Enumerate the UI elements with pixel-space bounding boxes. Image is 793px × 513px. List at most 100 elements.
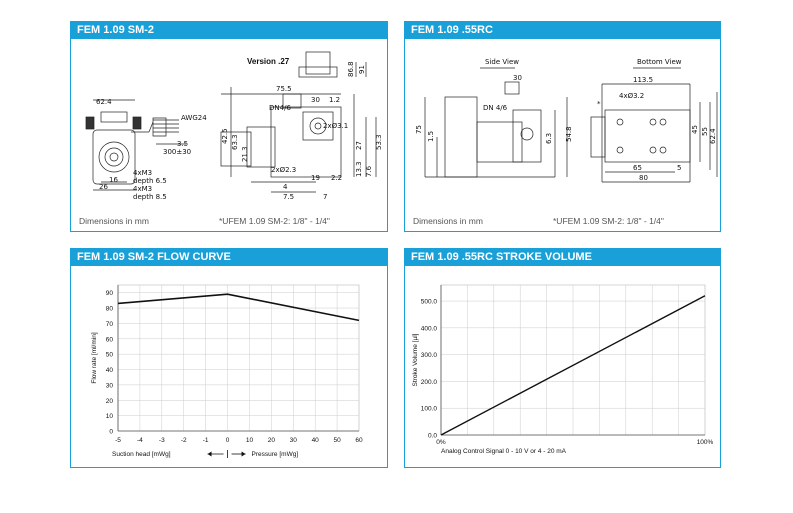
- x-tick-label: 20: [268, 437, 276, 444]
- x-tick-label: 0: [226, 437, 230, 444]
- series-line: [117, 293, 360, 322]
- y-tick-label: 70: [106, 321, 114, 328]
- x-tick-label: 100%: [697, 439, 714, 446]
- dim-label: 4xM3: [133, 169, 152, 177]
- dim-label: depth 6.5: [133, 177, 167, 185]
- panel-55rc-dimensions: FEM 1.09 .55RC: [404, 21, 721, 232]
- dim-label: 55: [701, 127, 709, 136]
- plot-area: [117, 284, 360, 432]
- y-tick-label: 80: [106, 306, 114, 313]
- dim-label: 16: [109, 176, 118, 184]
- x-axis-label-pressure: Pressure [mWg]: [252, 451, 299, 458]
- panel-title: FEM 1.09 .55RC STROKE VOLUME: [405, 249, 720, 266]
- y-tick-label: 40: [106, 367, 114, 374]
- dim-label: DN 4/6: [483, 104, 508, 112]
- dim-label: 21.3: [241, 146, 249, 162]
- footer-units: Dimensions in mm: [413, 216, 483, 226]
- y-tick-label: 0.0: [428, 433, 437, 440]
- dim-label: 1.5: [427, 131, 435, 142]
- dim-label: depth 8.5: [133, 193, 167, 201]
- x-tick-label: 0%: [436, 439, 446, 446]
- y-tick-label: 60: [106, 336, 114, 343]
- dim-label: 86.8: [347, 61, 355, 77]
- version-label: Version .27: [247, 57, 290, 66]
- dim-label: 4xM3: [133, 185, 152, 193]
- dim-label: 4: [283, 183, 288, 191]
- dim-label: 7.6: [365, 165, 373, 177]
- dimension-drawing-55rc: Side View Bottom View 30 DN 4/6 75 1.5 6…: [415, 58, 718, 183]
- dim-label: 2xØ2.3: [271, 166, 296, 174]
- footer-note: *UFEM 1.09 SM-2: 1/8" - 1/4": [219, 216, 330, 226]
- y-tick-label: 500.0: [421, 299, 438, 306]
- panel-title: FEM 1.09 SM-2 FLOW CURVE: [71, 249, 387, 266]
- dim-label: 300±30: [163, 148, 191, 156]
- arrow-left-head: [207, 451, 212, 457]
- dimension-drawing-sm2: 62.4 AWG24 3.5 300±30 26 16 4xM3 depth 6…: [85, 51, 383, 201]
- footer-note: *UFEM 1.09 SM-2: 1/8" - 1/4": [553, 216, 664, 226]
- x-tick-label: -3: [159, 437, 165, 444]
- dim-label: 91: [358, 65, 366, 74]
- dim-label: 2xØ3.1: [323, 122, 348, 130]
- x-axis-label: Analog Control Signal 0 - 10 V or 4 - 20…: [441, 448, 567, 455]
- bottom-view-label: Bottom View: [637, 58, 682, 66]
- dim-label: 27: [355, 141, 363, 150]
- y-tick-label: 90: [106, 290, 114, 297]
- dim-label: 26: [99, 183, 108, 191]
- y-axis-label: Flow rate [ml/min]: [91, 332, 98, 383]
- dim-label: 113.5: [633, 76, 653, 84]
- dim-label: 54.8: [565, 126, 573, 142]
- panel-flow-curve: FEM 1.09 SM-2 FLOW CURVE 0 10 20 30 40 50 60 70…: [70, 248, 388, 468]
- x-tick-label: -5: [115, 437, 121, 444]
- dim-label: 45: [691, 125, 699, 134]
- x-axis-label-suction: Suction head [mWg]: [112, 451, 171, 458]
- y-tick-label: 200.0: [421, 379, 438, 386]
- dim-label: 42.5: [221, 128, 229, 144]
- panel-stroke-volume: FEM 1.09 .55RC STROKE VOLUME 0.0 100.0 200…: [404, 248, 721, 468]
- y-tick-label: 50: [106, 352, 114, 359]
- x-tick-label: 10: [246, 437, 254, 444]
- dim-label: 1.2: [329, 96, 340, 104]
- dim-label: 13.3: [355, 161, 363, 177]
- dim-label: 75.5: [276, 85, 292, 93]
- dim-label: 30: [311, 96, 320, 104]
- footer-units: Dimensions in mm: [79, 216, 149, 226]
- x-tick-label: 40: [312, 437, 320, 444]
- dim-label: AWG24: [181, 114, 207, 122]
- dim-label: 30: [513, 74, 522, 82]
- dim-label: 3.5: [177, 140, 188, 148]
- x-tick-label: 30: [290, 437, 298, 444]
- dim-label: 7: [323, 193, 327, 201]
- panel-sm2-dimensions: FEM 1.09 SM-2: [70, 21, 388, 232]
- y-tick-label: 400.0: [421, 325, 438, 332]
- x-tick-label: -4: [137, 437, 143, 444]
- y-axis-label: Stroke Volume [µl]: [412, 333, 419, 386]
- side-view-label: Side View: [485, 58, 519, 66]
- stroke-volume-chart: 0.0100.0200.0300.0400.0500.00%100%Stroke…: [412, 284, 714, 455]
- dim-label: 2.2: [331, 174, 342, 182]
- x-tick-label: 60: [355, 437, 363, 444]
- x-tick-label: 50: [333, 437, 341, 444]
- y-tick-label: 30: [106, 382, 114, 389]
- series-line: [440, 295, 706, 436]
- y-tick-label: 100.0: [421, 406, 438, 413]
- dim-label: *: [597, 100, 601, 108]
- dim-label: 5: [677, 164, 681, 172]
- dim-label: 4xØ3.2: [619, 92, 644, 100]
- dim-label: 80: [639, 174, 648, 182]
- dim-label: DN4/6: [269, 104, 291, 112]
- dim-label: 62.4: [709, 128, 717, 144]
- panel-title: FEM 1.09 SM-2: [71, 22, 387, 39]
- dim-label: 63.3: [231, 134, 239, 150]
- dim-label: 75: [415, 125, 423, 134]
- panel-title: FEM 1.09 .55RC: [405, 22, 720, 39]
- dim-label: 6.3: [545, 133, 553, 144]
- y-tick-label: 20: [106, 398, 114, 405]
- dim-label: 62.4: [96, 98, 112, 106]
- dim-label: 53.3: [375, 134, 383, 150]
- x-tick-label: -2: [181, 437, 187, 444]
- x-tick-label: -1: [203, 437, 209, 444]
- dim-label: 19: [311, 174, 320, 182]
- y-tick-label: 0: [109, 429, 113, 436]
- arrow-right-head: [241, 451, 246, 457]
